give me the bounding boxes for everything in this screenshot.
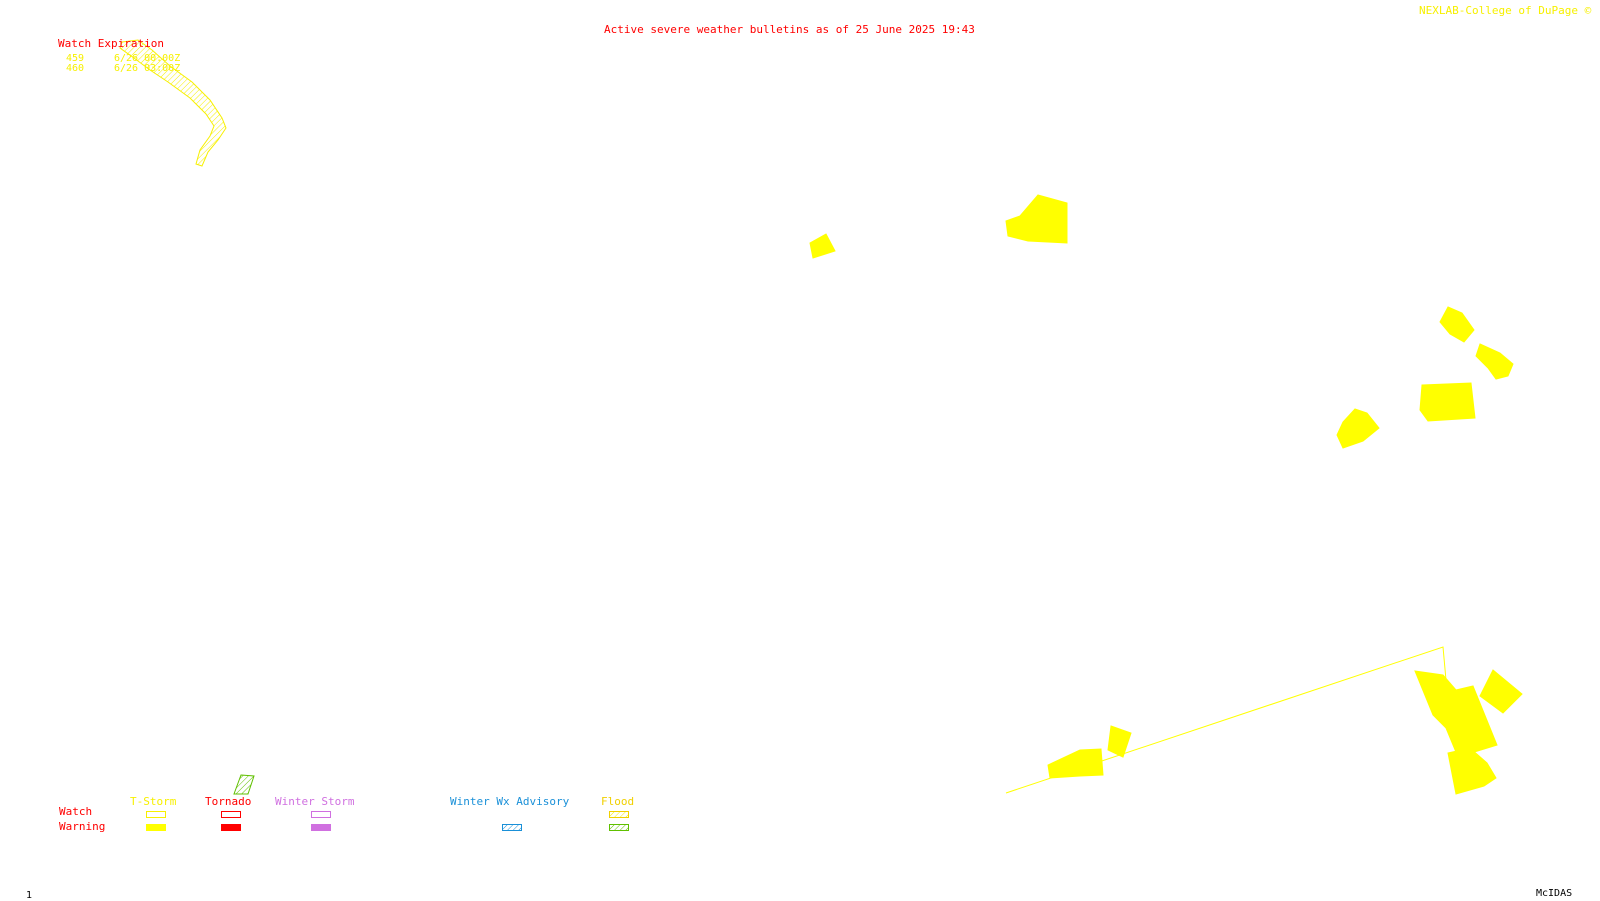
legend-flood-watch-swatch (609, 811, 629, 818)
legend-tstorm-watch-swatch (146, 811, 166, 818)
legend-winter-wx-advisory-label: Winter Wx Advisory (450, 795, 570, 808)
tstorm-warning-polygon (1419, 382, 1476, 422)
credit-label: NEXLAB-College of DuPage © (1419, 4, 1592, 17)
flood-warning-polygon (233, 774, 255, 795)
tstorm-warning-polygon (1447, 747, 1497, 795)
legend-tstorm-label: T-Storm (130, 795, 177, 808)
watch-expiration-time: 6/26 00:00Z (114, 53, 181, 64)
legend-row-warning: Warning (59, 820, 106, 833)
tstorm-warnings (809, 194, 1523, 795)
legend-flood-label: Flood (601, 795, 635, 808)
warning-boundary-line (1005, 646, 1447, 794)
legend-winter-storm-warning-swatch (311, 824, 331, 831)
software-label: McIDAS (1536, 888, 1573, 899)
legend-row-watch: Watch (59, 805, 93, 818)
tstorm-warning-polygon (809, 233, 836, 259)
legend-winter-wx-advisory-swatch (502, 824, 522, 831)
frame-number: 1 (26, 890, 33, 901)
flood-watch-band (119, 39, 227, 167)
tstorm-warning-polygon (1475, 343, 1514, 380)
bulletin-title: Active severe weather bulletins as of 25… (604, 23, 975, 36)
legend-winter-storm-watch-swatch (311, 811, 331, 818)
legend-winter-storm-label: Winter Storm (275, 795, 355, 808)
watch-expiration-time: 6/26 03:00Z (114, 63, 181, 74)
tstorm-warning-polygon (1479, 669, 1523, 714)
tstorm-warning-polygon (1107, 725, 1132, 758)
watch-number: 460 (66, 63, 85, 74)
tstorm-warning-polygon (1336, 408, 1380, 449)
tstorm-warning-polygon (1414, 670, 1498, 758)
tstorm-warning-polygon (1439, 306, 1475, 343)
tstorm-warning-polygon (1047, 748, 1104, 779)
watch-expiration-heading: Watch Expiration (58, 37, 164, 50)
legend-tstorm-warning-swatch (146, 824, 166, 831)
legend-tornado-label: Tornado (205, 795, 252, 808)
tstorm-warning-polygon (1005, 194, 1068, 244)
legend-tornado-watch-swatch (221, 811, 241, 818)
legend-tornado-warning-swatch (221, 824, 241, 831)
watch-number: 459 (66, 53, 85, 64)
legend-flood-warning-swatch (609, 824, 629, 831)
